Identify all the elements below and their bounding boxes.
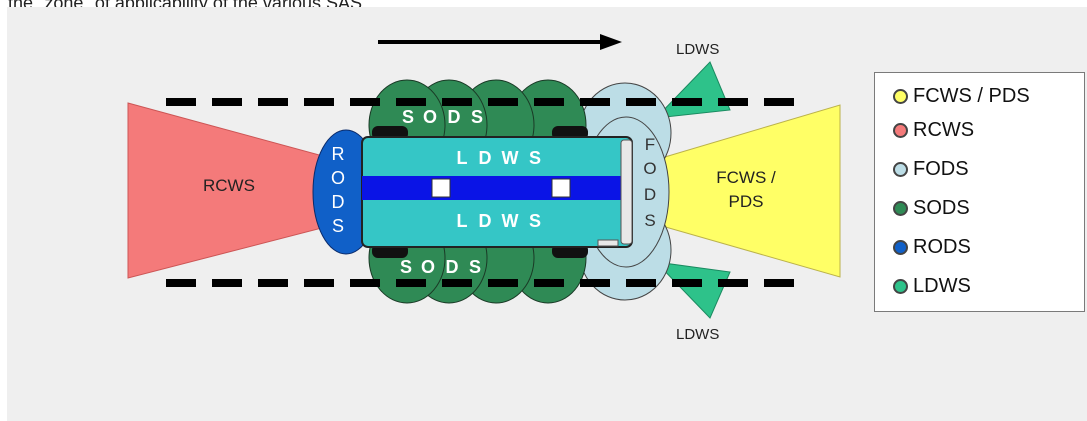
legend-item-ldws: LDWS — [893, 269, 971, 303]
legend-label: RCWS — [913, 118, 975, 141]
bus-window — [551, 178, 571, 198]
bus-ldws-top-letter-l: L — [457, 148, 468, 168]
ldws-bottom-wedge — [654, 261, 731, 319]
rods-letter-s: S — [332, 216, 344, 236]
legend-item-rcws: RCWS — [893, 113, 974, 147]
rods-letter-r: R — [332, 144, 345, 164]
rods-letter-d: D — [332, 192, 345, 212]
legend-label: FCWS / PDS — [913, 84, 1030, 107]
bus-ldws-bottom-letter-w: W — [502, 211, 519, 231]
sods-bottom-letter-s2: S — [469, 257, 481, 277]
bus-ldws-top-letter-d: D — [479, 148, 492, 168]
rods-letter-o: O — [331, 168, 345, 188]
legend-dot-icon — [893, 122, 908, 138]
bus-ldws-top-letter-w: W — [502, 148, 519, 168]
legend-item-fcws-pds: FCWS / PDS — [893, 79, 1030, 113]
legend-item-fods: FODS — [893, 152, 969, 186]
legend-dot-icon — [893, 200, 908, 216]
sods-bottom-letter-s1: S — [400, 257, 412, 277]
bus-ldws-bottom-letter-l: L — [457, 211, 468, 231]
bus-bumper — [597, 239, 619, 247]
bus-ldws-bottom-letter-d: D — [479, 211, 492, 231]
legend-label: FODS — [913, 157, 969, 180]
fods-letter-d: D — [644, 185, 656, 204]
ldws-top-wedge — [654, 61, 731, 119]
fods-letter-f: F — [645, 135, 655, 154]
fcws-label-line1: FCWS / — [716, 168, 776, 187]
fods-letter-o: O — [643, 159, 656, 178]
legend-dot-icon — [893, 88, 908, 104]
bus-front-cap — [620, 139, 633, 245]
legend-dot-icon — [893, 239, 908, 255]
legend-label: SODS — [913, 196, 970, 219]
legend: FCWS / PDS RCWS FODS SODS RODS LDWS — [874, 72, 1085, 312]
ldws-top-label: LDWS — [676, 41, 719, 58]
direction-arrow — [378, 34, 622, 50]
sods-top-letter-s2: S — [471, 107, 483, 127]
bus-ldws-top-letter-s: S — [529, 148, 541, 168]
legend-item-sods: SODS — [893, 191, 970, 225]
lane-markings — [166, 98, 800, 287]
legend-dot-icon — [893, 161, 908, 177]
legend-dot-icon — [893, 278, 908, 294]
fcws-pds-zone — [647, 104, 841, 278]
ldws-bottom-label: LDWS — [676, 326, 719, 343]
legend-label: RODS — [913, 235, 971, 258]
sods-top-letter-o: O — [423, 107, 437, 127]
bus-window — [431, 178, 451, 198]
fods-letter-s: S — [644, 211, 655, 230]
legend-item-rods: RODS — [893, 230, 971, 264]
bus-stripe — [362, 176, 632, 200]
rcws-label: RCWS — [203, 176, 255, 195]
sods-top-letter-s1: S — [402, 107, 414, 127]
sods-top-letter-d: D — [448, 107, 461, 127]
sods-bottom-letter-o: O — [421, 257, 435, 277]
fcws-label-line2: PDS — [729, 192, 764, 211]
sods-bottom-letter-d: D — [446, 257, 459, 277]
bus — [361, 126, 633, 258]
bus-ldws-bottom-letter-s: S — [529, 211, 541, 231]
legend-label: LDWS — [913, 274, 971, 297]
